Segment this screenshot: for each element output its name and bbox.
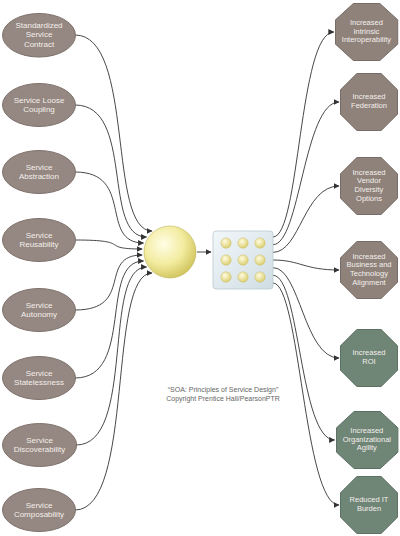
ellipse-shape: [3, 13, 76, 57]
copyright-note: Copyright Prentice Hall/PearsonPTR: [150, 394, 296, 403]
flow-curve: [75, 261, 144, 378]
benefit-octagon: Increased Intrinsic Interoperability: [335, 3, 398, 61]
principle-ellipse: Service Reusability: [2, 218, 76, 262]
text-wrap: Service Abstraction: [12, 163, 67, 181]
panel-dot: [238, 255, 248, 265]
text-wrap: Increased Organizational Agility: [341, 427, 393, 453]
octagon-shape: [335, 4, 397, 61]
octagon-shape: [341, 477, 398, 534]
benefit-label: Increased ROI: [345, 349, 393, 366]
benefit-label: Increased Business and Technology Alignm…: [345, 253, 393, 288]
flow-curve: [273, 283, 339, 505]
principle-label: Service Composability: [12, 501, 67, 519]
flow-curve: [75, 255, 142, 310]
flow-curve: [75, 105, 147, 237]
panel-dot: [255, 255, 265, 265]
panel-dot: [221, 272, 231, 282]
text-wrap: Service Composability: [12, 501, 67, 519]
flow-curve: [273, 275, 335, 440]
principle-ellipse: Service Statelessness: [2, 356, 76, 400]
principle-label: Service Statelessness: [12, 369, 67, 387]
principle-label: Service Loose Coupling: [12, 96, 67, 114]
flow-curve: [273, 32, 334, 237]
ellipse-shape: [3, 84, 76, 127]
ellipse-shape: [3, 151, 76, 194]
principle-label: Service Autonomy: [12, 301, 67, 319]
text-wrap: Increased ROI: [345, 349, 393, 366]
principle-ellipse: Service Discoverability: [2, 423, 77, 467]
flow-curve: [75, 240, 142, 249]
text-wrap: Standardized Service Contract: [12, 21, 67, 49]
octagon-shape: [341, 330, 398, 387]
sphere-arrow: [197, 252, 211, 253]
principle-label: Service Reusability: [12, 231, 67, 249]
flow-curve: [273, 186, 339, 252]
text-wrap: Service Reusability: [12, 231, 67, 249]
principle-ellipse: Standardized Service Contract: [2, 13, 76, 58]
text-wrap: Increased Federation: [345, 93, 393, 110]
octagon-shape: [336, 412, 397, 469]
benefit-label: Increased Organizational Agility: [341, 427, 393, 453]
connector-curves: [75, 32, 339, 510]
panel-dot: [221, 238, 231, 248]
octagon-shape: [341, 74, 398, 131]
text-wrap: Reduced IT Burden: [345, 496, 393, 513]
ellipse-shape: [3, 489, 76, 532]
text-wrap: Service Statelessness: [12, 369, 67, 387]
panel-dot: [221, 255, 231, 265]
service-sphere: [144, 226, 196, 278]
principle-ellipse: Service Composability: [2, 488, 76, 532]
benefit-octagon: Increased Vendor Diversity Options: [340, 157, 398, 215]
text-wrap: Increased Intrinsic Interoperability: [340, 19, 393, 45]
flow-curve: [75, 273, 152, 510]
benefit-label: Increased Vendor Diversity Options: [345, 169, 393, 204]
copyright-note: “SOA: Principles of Service Design”: [150, 385, 296, 394]
principle-ellipse: Service Autonomy: [2, 288, 76, 332]
flow-curve: [273, 268, 339, 358]
octagon-shape: [341, 242, 398, 299]
text-wrap: Service Loose Coupling: [12, 96, 67, 114]
panel-dots: [221, 238, 265, 282]
benefit-octagon: Increased Organizational Agility: [336, 411, 398, 469]
flow-curve: [273, 260, 339, 270]
ellipse-shape: [3, 424, 77, 467]
benefit-octagon: Increased ROI: [340, 329, 398, 387]
flow-curve: [75, 172, 144, 243]
flow-curve: [76, 267, 146, 445]
text-wrap: Service Discoverability: [12, 436, 68, 454]
service-panel: [213, 231, 273, 289]
octagon-shape: [341, 158, 398, 215]
flow-curve: [273, 102, 339, 245]
ellipse-shape: [3, 289, 76, 332]
text-wrap: Service Autonomy: [12, 301, 67, 319]
principle-label: Service Discoverability: [12, 436, 68, 454]
principle-label: Standardized Service Contract: [12, 21, 67, 49]
panel-dot: [255, 272, 265, 282]
caption-block: “SOA: Principles of Service Design”Copyr…: [150, 385, 296, 403]
ellipse-shape: [3, 357, 76, 400]
benefit-label: Increased Federation: [345, 93, 393, 110]
benefit-octagon: Increased Federation: [340, 73, 398, 131]
principle-ellipse: Service Loose Coupling: [2, 83, 76, 127]
ellipse-shape: [3, 219, 76, 262]
benefit-octagon: Increased Business and Technology Alignm…: [340, 241, 398, 299]
panel-dot: [238, 238, 248, 248]
text-wrap: Increased Business and Technology Alignm…: [345, 253, 393, 288]
text-wrap: Increased Vendor Diversity Options: [345, 169, 393, 204]
benefit-octagon: Reduced IT Burden: [340, 476, 398, 534]
principle-label: Service Abstraction: [12, 163, 67, 181]
principle-ellipse: Service Abstraction: [2, 150, 76, 194]
panel-dot: [255, 238, 265, 248]
benefit-label: Increased Intrinsic Interoperability: [340, 19, 393, 45]
panel-dot: [238, 272, 248, 282]
benefit-label: Reduced IT Burden: [345, 496, 393, 513]
